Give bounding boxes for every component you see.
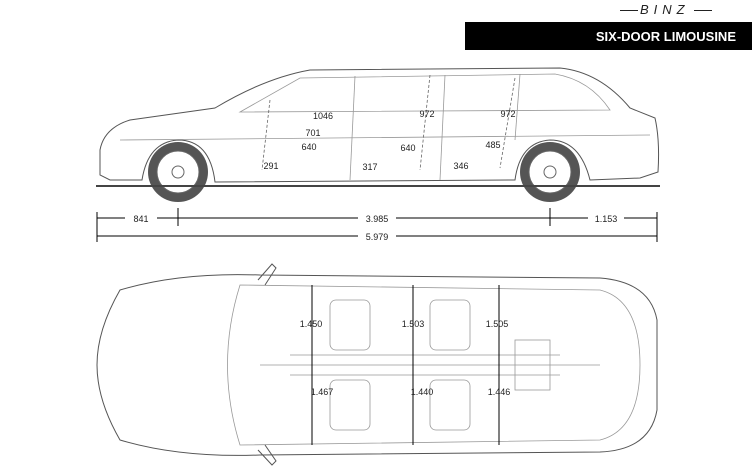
dim-front-seat-depth: 701: [305, 128, 320, 138]
dim-rear-overhang: 1.153: [595, 214, 618, 224]
dim-front-legroom: 640: [301, 142, 316, 152]
dim-middle-legroom: 640: [400, 143, 415, 153]
dim-middle-elbow-width: 1.440: [411, 387, 434, 397]
dim-middle-headroom: 972: [419, 109, 434, 119]
dim-front-overhang: 841: [133, 214, 148, 224]
dim-wheelbase: 3.985: [366, 214, 389, 224]
dim-rear-legroom: 485: [485, 140, 500, 150]
dim-rear-elbow-width: 1.446: [488, 387, 511, 397]
dim-rear-shoulder-width: 1.505: [486, 319, 509, 329]
binz-logo: BINZ: [620, 2, 712, 17]
top-view-car: [96, 263, 658, 466]
page-title: SIX-DOOR LIMOUSINE: [595, 28, 736, 44]
dim-front-elbow-width: 1.467: [311, 387, 334, 397]
dim-rear-seat-height: 346: [453, 161, 468, 171]
dim-middle-seat-height: 317: [362, 162, 377, 172]
dim-front-seat-height: 291: [263, 161, 278, 171]
dim-overall-length: 5.979: [366, 232, 389, 242]
dim-rear-headroom: 972: [500, 109, 515, 119]
dim-front-headroom: 1046: [313, 111, 333, 121]
dim-middle-shoulder-width: 1.503: [402, 319, 425, 329]
title-banner: SIX-DOOR LIMOUSINE: [465, 22, 752, 50]
side-view-car: [96, 67, 660, 202]
dim-front-shoulder-width: 1.450: [300, 319, 323, 329]
